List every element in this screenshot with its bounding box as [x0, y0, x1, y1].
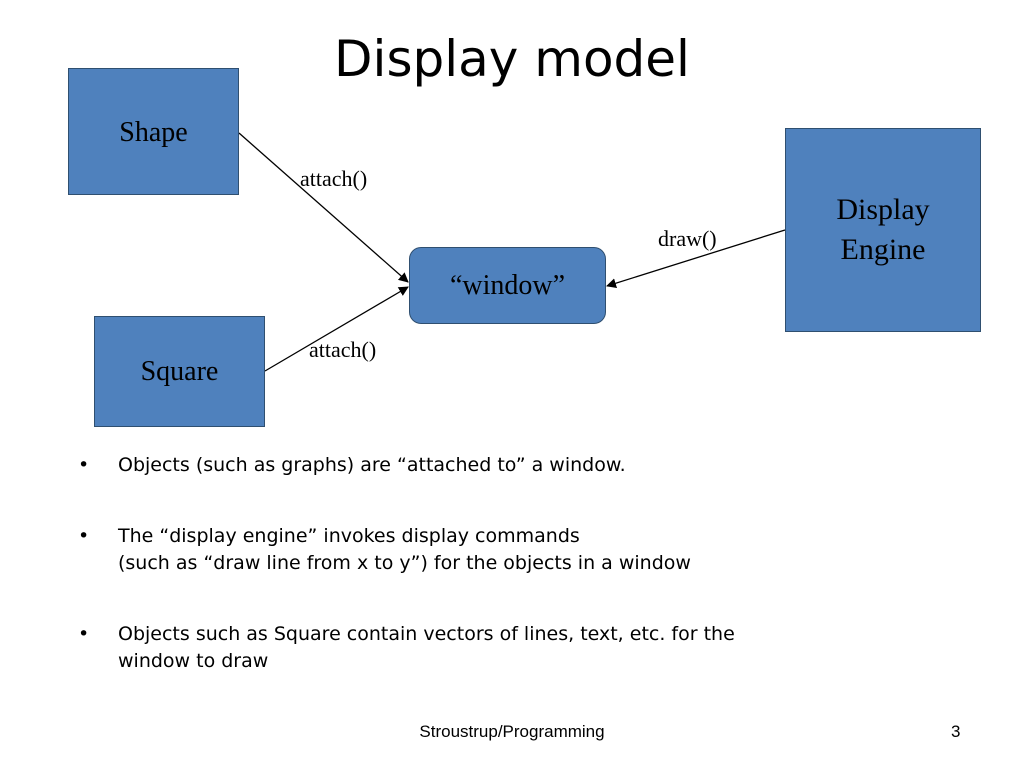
- bullet-dot-icon: •: [78, 525, 90, 547]
- bullet-line: (such as “draw line from x to y”) for th…: [118, 552, 691, 574]
- node-display-engine: Display Engine: [785, 128, 981, 332]
- bullet-line: window to draw: [118, 650, 269, 672]
- edge-shape-window: [238, 132, 409, 283]
- page-number: 3: [951, 722, 961, 741]
- node-display-engine-line2: Engine: [840, 233, 926, 266]
- edge-label-shape-attach: attach(): [300, 166, 368, 191]
- footer-text: Stroustrup/Programming: [419, 722, 605, 741]
- bullet-item: • The “display engine” invokes display c…: [78, 523, 978, 577]
- bullet-dot-icon: •: [78, 623, 90, 645]
- bullet-line: Objects (such as graphs) are “attached t…: [118, 454, 626, 476]
- slide-title: Display model: [334, 30, 690, 88]
- bullet-list: • Objects (such as graphs) are “attached…: [78, 452, 978, 675]
- bullet-line: The “display engine” invokes display com…: [118, 525, 580, 547]
- edge-engine-window: [606, 229, 786, 289]
- edge-label-square-attach: attach(): [309, 337, 377, 362]
- edge-square-window: [264, 286, 409, 372]
- node-display-engine-line1: Display: [836, 193, 930, 226]
- node-square: Square: [94, 316, 265, 427]
- bullet-line: Objects such as Square contain vectors o…: [118, 623, 735, 645]
- node-window: “window”: [409, 247, 606, 324]
- bullet-item: • Objects (such as graphs) are “attached…: [78, 452, 978, 479]
- node-shape: Shape: [68, 68, 239, 195]
- bullet-item: • Objects such as Square contain vectors…: [78, 621, 978, 675]
- bullet-dot-icon: •: [78, 454, 90, 476]
- edge-label-engine-draw: draw(): [658, 226, 717, 251]
